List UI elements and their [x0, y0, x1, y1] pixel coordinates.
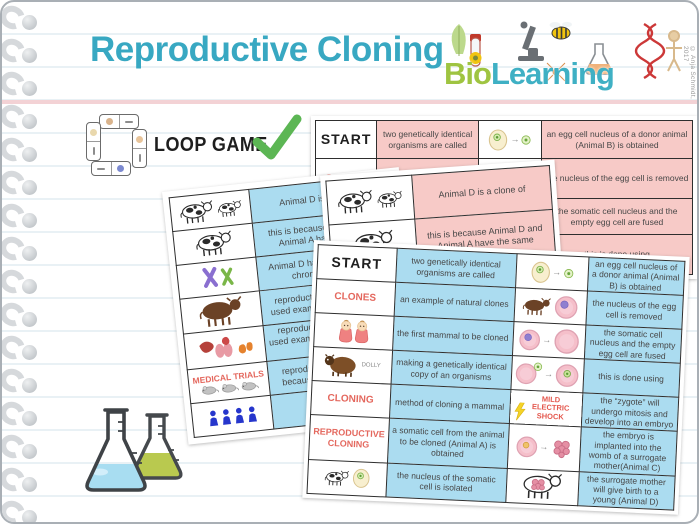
flask-icon — [585, 43, 613, 75]
logo-bio: Bio — [444, 56, 492, 91]
cell-to-embryo-icon: → — [506, 423, 581, 472]
cow-and-somatic-cell-icon — [307, 459, 387, 497]
keyword-start: START — [331, 253, 383, 273]
spiral-ring-icon — [2, 435, 40, 463]
bee-icon — [549, 21, 572, 40]
spiral-ring-icon — [2, 105, 40, 133]
clue-cell: the nucleus of the somatic cell is isola… — [385, 462, 507, 503]
answer-cell: the nucleus of the egg cell is removed — [585, 291, 683, 330]
keyword-cell: CLONES — [315, 278, 396, 317]
lightning-bolt-icon — [513, 402, 527, 421]
logo-text: BioLearning — [444, 56, 615, 92]
mild-electric-shock-label: MILD ELECTRIC SHOCK — [531, 394, 570, 422]
clue-cell: two genetically identical organisms are … — [395, 248, 517, 288]
clue-cell: a somatic cell from the animal to be clo… — [386, 418, 509, 469]
answer-cell: the surrogate mother will give birth to … — [577, 471, 675, 510]
answer-cell: the nucleus of the egg cell is removed — [540, 158, 694, 199]
green-flask-icon — [131, 413, 183, 480]
keyword-cell: START — [314, 120, 378, 159]
copyright-credit: © Anja Schmidt, 2017 — [682, 46, 696, 100]
clue-cell: the first mammal to be cloned — [392, 316, 514, 356]
spiral-ring-icon — [2, 501, 40, 522]
answer-cell: this is done using — [582, 359, 680, 398]
mild-electric-shock-cell: MILD ELECTRIC SHOCK — [508, 389, 583, 428]
clue-cell: making a genetically identical copy of a… — [390, 350, 512, 390]
keyword-cell: REPRODUCTIVE CLONING — [308, 414, 390, 463]
answer-cell: an egg cell nucleus of a donor animal (A… — [586, 256, 685, 296]
spiral-ring-icon — [2, 303, 40, 331]
microscope-icon — [518, 21, 544, 61]
spiral-ring-icon — [2, 369, 40, 397]
loop-game-cards-icon — [86, 114, 148, 176]
keyword-cell: CLONING — [310, 380, 391, 419]
spiral-ring-icon — [2, 237, 40, 265]
spiral-ring-icon — [2, 336, 40, 364]
egg-cell-to-nucleus-icon: → — [477, 120, 542, 159]
answer-cell: an egg cell nucleus of a donor animal (A… — [540, 120, 694, 159]
loop-game-label: LOOP GAME — [154, 134, 268, 156]
keyword-start: START — [320, 130, 372, 147]
keyword-cloning: CLONING — [327, 392, 374, 407]
neuron-icon — [546, 62, 566, 82]
logo-learning: Learning — [490, 56, 615, 91]
page-title: Reproductive Cloning — [90, 30, 444, 69]
egg-cell-to-nucleus-icon: → — [515, 253, 589, 292]
clue-cell: an example of natural clones — [393, 282, 516, 322]
cow-pair-icon — [325, 175, 415, 225]
answer-cell: the somatic cell nucleus and the empty e… — [583, 324, 682, 364]
keyword-cell: START — [316, 244, 397, 283]
cow-with-embryo-icon — [505, 468, 579, 506]
twins-icon — [313, 312, 394, 351]
spiral-ring-icon — [2, 171, 40, 199]
answer-cell: the “zygote” will undergo mitosis and de… — [580, 392, 679, 432]
sheep-dolly-icon: DOLLY — [312, 346, 393, 385]
cell-to-cell-icon: → — [511, 321, 586, 360]
flasks-icon — [85, 408, 183, 492]
answer-cell: the somatic cell nucleus and the empty e… — [540, 198, 694, 235]
clue-cell: two genetically identical organisms are … — [376, 120, 479, 159]
spiral-ring-icon — [2, 72, 40, 100]
answer-cell: the embryo is implanted into the womb of… — [578, 427, 677, 476]
spiral-ring-icon — [2, 468, 40, 496]
spiral-ring-icon — [2, 6, 40, 34]
biolearning-logo: BioLearning © Anja Schmidt, 2017 — [440, 20, 696, 100]
spiral-ring-icon — [2, 138, 40, 166]
dolly-label: DOLLY — [361, 362, 381, 370]
spiral-ring-icon — [2, 402, 40, 430]
keyword-reproductive-cloning: REPRODUCTIVE CLONING — [313, 426, 385, 450]
keyword-clones: CLONES — [334, 291, 377, 304]
pink-divider-line — [2, 100, 697, 104]
loop-game-table: START two genetically identical organism… — [302, 240, 690, 515]
logo-science-icons — [451, 21, 682, 82]
blue-flask-icon — [85, 408, 147, 492]
spiral-ring-icon — [2, 39, 40, 67]
dna-icon — [634, 22, 666, 80]
clue-cell: method of cloning a mammal — [389, 384, 511, 424]
checkmark-icon — [252, 114, 302, 160]
skeleton-icon — [666, 30, 682, 72]
spiral-ring-icon — [2, 270, 40, 298]
cell-fusion-icon: → — [510, 355, 584, 393]
spiral-ring-icon — [2, 204, 40, 232]
cow-and-egg-cell-icon — [513, 287, 587, 325]
